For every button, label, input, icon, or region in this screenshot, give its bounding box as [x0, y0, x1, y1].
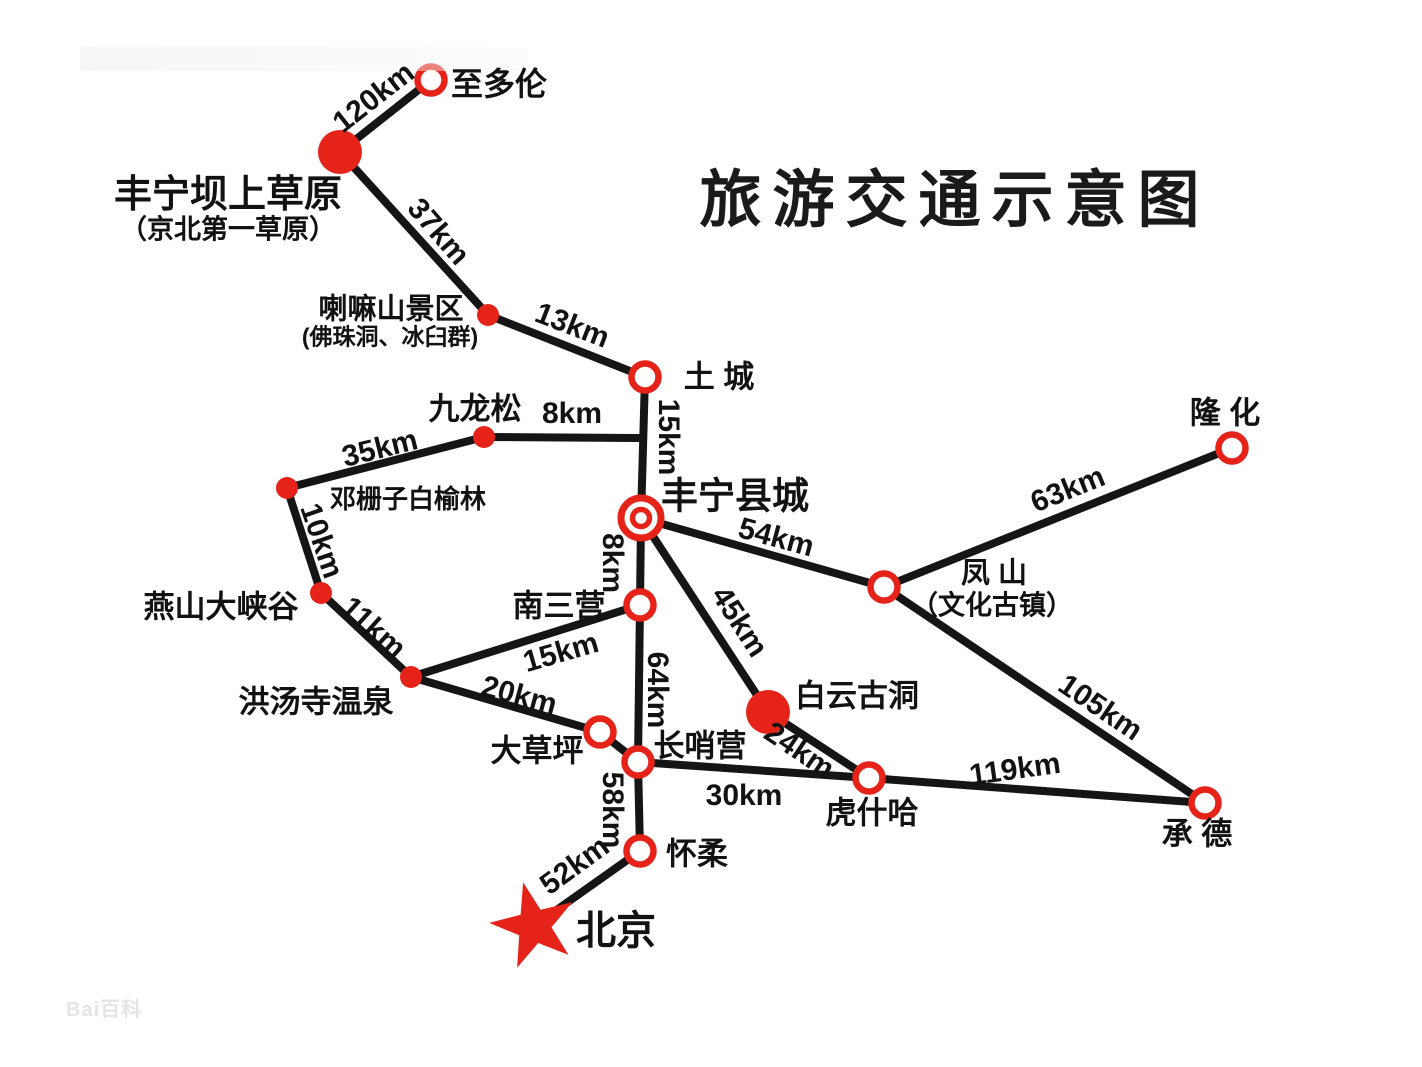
node-hongtangsi	[400, 666, 422, 688]
node-longhua	[1215, 431, 1249, 465]
node-beijing	[489, 882, 573, 968]
node-changshaoying	[621, 745, 655, 779]
route-dengshanzi-jiulongsong	[285, 433, 486, 492]
huairou-label: 怀柔	[666, 836, 728, 872]
route-hushiha-chengde	[868, 774, 1206, 807]
changshaoying-label: 长哨营	[653, 728, 747, 764]
route-hongtangsi-dacaoping	[409, 673, 602, 736]
route-bashang-lamashan	[337, 149, 491, 318]
route-yanshan-hongtangsi	[318, 590, 414, 680]
route-dengshanzi-yanshan	[283, 486, 325, 595]
route-fengshan-chengde	[881, 583, 1208, 807]
distance-changshaoying-hushiha: 30km	[705, 779, 783, 812]
lamashan-sublabel: (佛珠洞、冰臼群)	[301, 323, 479, 350]
dengshanzi-label: 邓栅子白榆林	[329, 484, 487, 514]
route-lamashan-tucheng	[486, 311, 647, 381]
dacaoping-label: 大草坪	[490, 733, 584, 769]
route-changshaoying-hushiha	[637, 758, 870, 782]
node-yanshan	[310, 582, 332, 604]
map-title: 旅游交通示意图	[699, 166, 1211, 235]
bashang-sublabel: （京北第一草原）	[120, 214, 336, 245]
beijing-label: 北京	[576, 909, 656, 953]
node-fengning-inner-ring	[629, 506, 653, 530]
route-fengshan-longhua	[882, 444, 1234, 591]
distance-nansanying-changshaoying: 64km	[641, 651, 674, 729]
baidu-baike-watermark: Bai百科	[66, 999, 143, 1021]
nansanying-label: 南三营	[512, 588, 606, 624]
fengning-label: 丰宁县城	[661, 475, 809, 517]
route-nansanying-changshaoying	[634, 604, 644, 763]
node-duolun	[414, 63, 448, 97]
node-bashang	[318, 130, 362, 174]
lamashan-label: 喇嘛山景区	[318, 293, 464, 326]
hushiha-label: 虎什哈	[825, 795, 919, 831]
route-hongtangsi-nansanying	[409, 601, 642, 681]
chengde-label: 承 德	[1161, 816, 1233, 852]
hongtangsi-label: 洪汤寺温泉	[238, 684, 394, 720]
node-dacaoping	[583, 715, 617, 749]
node-nansanying	[623, 588, 657, 622]
bashang-label: 丰宁坝上草原	[113, 174, 343, 216]
longhua-label: 隆 化	[1189, 395, 1261, 431]
node-lamashan	[477, 304, 499, 326]
distance-fengning-nansanying: 8km	[596, 532, 629, 594]
node-fengshan	[867, 570, 901, 604]
route-jiulongsong-junction8	[483, 433, 646, 442]
fengshan-sublabel: （文化古镇）	[911, 590, 1073, 621]
node-baiyun	[746, 690, 790, 734]
route-tucheng-fengning	[637, 376, 649, 519]
duolun-label: 至多伦	[450, 66, 548, 102]
distance-tucheng-fengning: 15km	[652, 398, 685, 476]
node-tucheng	[628, 360, 662, 394]
tucheng-label: 土 城	[683, 359, 755, 395]
route-fengning-baiyun	[637, 515, 772, 715]
node-jiulongsong	[473, 426, 495, 448]
route-fengning-fengshan	[639, 514, 886, 591]
node-chengde	[1188, 786, 1222, 820]
baiyun-label: 白云古洞	[795, 678, 919, 714]
node-hushiha	[852, 761, 886, 795]
faded-watermark-strip	[80, 47, 528, 71]
jiulongsong-label: 九龙松	[428, 391, 522, 427]
node-huairou	[623, 834, 657, 868]
yanshan-label: 燕山大峡谷	[143, 589, 299, 625]
fengshan-label: 凤 山	[960, 557, 1028, 590]
distance-jiulongsong-junction8: 8km	[541, 397, 603, 430]
node-dengshanzi	[276, 477, 298, 499]
